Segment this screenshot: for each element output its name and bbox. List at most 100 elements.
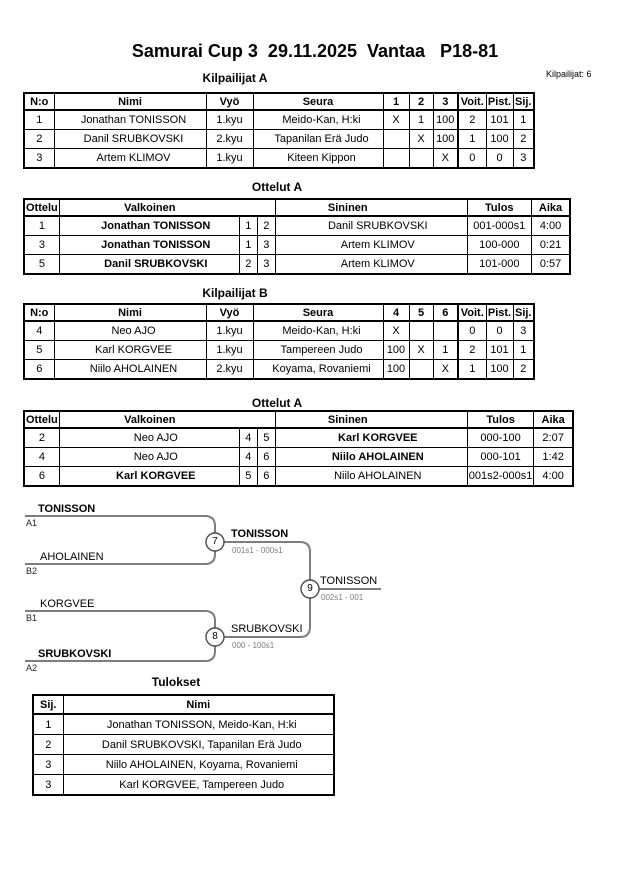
match-row: 4 Neo AJO 4 6 Niilo AHOLAINEN 000-101 1:… [23, 447, 574, 467]
col-header-1: 1 [382, 92, 410, 111]
cell-score: 000-101 [466, 447, 535, 467]
cell-points: 100 [485, 129, 514, 149]
pool-b-title: Kilpailijat B [202, 286, 268, 300]
col-header-2: 2 [408, 92, 434, 111]
cell-r2 [408, 320, 434, 341]
result-row: 3 Karl KORGVEE, Tampereen Judo [32, 774, 335, 796]
cell-name: Jonathan TONISSON, Meido-Kan, H:ki [62, 713, 335, 735]
cell-club: Meido-Kan, H:ki [252, 109, 384, 130]
col-header-6: 6 [432, 303, 459, 322]
col-header-no: N:o [23, 303, 55, 322]
col-header-4: 4 [382, 303, 410, 322]
bracket-match-score: 002s1 - 001 [321, 593, 364, 602]
bracket-match-winner: SRUBKOVSKI [231, 623, 303, 635]
cell-time: 4:00 [533, 466, 574, 487]
bracket-slot-seed: A2 [26, 663, 38, 673]
cell-score: 101-000 [466, 254, 532, 275]
bracket-slot-seed: B2 [26, 566, 38, 576]
bracket-match-number: 8 [212, 631, 218, 642]
cell-place: 1 [512, 109, 535, 130]
cell-club: Koyama, Rovaniemi [252, 359, 384, 380]
cell-points: 0 [485, 148, 514, 169]
cell-time: 2:07 [533, 427, 574, 448]
cell-no: 6 [23, 359, 55, 380]
col-header-valkoinen: Valkoinen [58, 410, 276, 429]
bracket-final-winner: TONISSON [320, 575, 378, 587]
cell-white-name: Neo AJO [58, 427, 240, 448]
cell-r1: 100 [382, 359, 410, 380]
bracket-match-score: 001s1 - 000s1 [232, 546, 283, 555]
cell-match-no: 4 [23, 447, 60, 467]
cell-r3 [432, 320, 459, 341]
col-header-valkoinen: Valkoinen [58, 198, 276, 217]
matches-a-table: Ottelu Valkoinen Sininen Tulos Aika 1 Jo… [23, 198, 572, 275]
cell-name: Niilo AHOLAINEN [53, 359, 207, 380]
cell-wins: 0 [457, 320, 487, 341]
cell-no: 5 [23, 340, 55, 360]
bracket-slot-name: TONISSON [38, 503, 96, 515]
cell-place: 3 [512, 148, 535, 169]
col-header-3: 3 [432, 92, 459, 111]
cell-match-no: 5 [23, 254, 60, 275]
cell-wins: 1 [457, 359, 487, 380]
col-header-sij: Sij. [512, 303, 535, 322]
cell-r3: X [432, 148, 459, 169]
cell-wins: 1 [457, 129, 487, 149]
cell-name: Karl KORGVEE, Tampereen Judo [62, 774, 335, 796]
competitor-row: 6 Niilo AHOLAINEN 2.kyu Koyama, Rovaniem… [23, 359, 535, 380]
col-header-5: 5 [408, 303, 434, 322]
col-header-voit: Voit. [457, 303, 487, 322]
cell-belt: 1.kyu [205, 148, 254, 169]
cell-name: Jonathan TONISSON [53, 109, 207, 130]
col-header-vyo: Vyö [205, 92, 254, 111]
cell-name: Karl KORGVEE [53, 340, 207, 360]
pool-a-table: N:o Nimi Vyö Seura 1 2 3 Voit. Pist. Sij… [23, 92, 535, 169]
cell-no: 3 [23, 148, 55, 169]
cell-place: 1 [32, 713, 64, 735]
col-header-tulos: Tulos [466, 198, 532, 217]
cell-belt: 1.kyu [205, 320, 254, 341]
cell-white-name: Jonathan TONISSON [58, 235, 240, 255]
cell-match-no: 2 [23, 427, 60, 448]
col-header-voit: Voit. [457, 92, 487, 111]
cell-white-no: 4 [238, 427, 258, 448]
col-header-vyo: Vyö [205, 303, 254, 322]
cell-r2: X [408, 340, 434, 360]
pool-a-header-row: N:o Nimi Vyö Seura 1 2 3 Voit. Pist. Sij… [23, 92, 535, 111]
cell-name: Artem KLIMOV [53, 148, 207, 169]
bracket-slot-seed: A1 [26, 518, 38, 528]
cell-points: 100 [485, 359, 514, 380]
col-header-nimi: Nimi [53, 303, 207, 322]
cell-points: 101 [485, 109, 514, 130]
cell-place: 2 [512, 359, 535, 380]
page-title: Samurai Cup 3 29.11.2025 Vantaa P18-81 [131, 41, 499, 61]
bracket-slot-name: SRUBKOVSKI [38, 648, 112, 660]
bracket-match-number: 9 [307, 583, 313, 594]
cell-blue-no: 2 [256, 215, 276, 236]
cell-white-no: 1 [238, 235, 258, 255]
cell-blue-name: Artem KLIMOV [274, 254, 468, 275]
cell-belt: 2.kyu [205, 129, 254, 149]
competitor-row: 1 Jonathan TONISSON 1.kyu Meido-Kan, H:k… [23, 109, 535, 130]
cell-blue-name: Artem KLIMOV [274, 235, 468, 255]
cell-place: 3 [32, 774, 64, 796]
cell-club: Tampereen Judo [252, 340, 384, 360]
cell-place: 3 [512, 320, 535, 341]
results-title: Tulokset [151, 675, 201, 689]
cell-white-no: 1 [238, 215, 258, 236]
col-header-nimi: Nimi [62, 694, 335, 715]
cell-match-no: 1 [23, 215, 60, 236]
cell-place: 1 [512, 340, 535, 360]
cell-match-no: 6 [23, 466, 60, 487]
cell-white-no: 5 [238, 466, 258, 487]
cell-name: Niilo AHOLAINEN, Koyama, Rovaniemi [62, 754, 335, 775]
cell-r2: 1 [408, 109, 434, 130]
cell-name: Danil SRUBKOVSKI, Tapanilan Erä Judo [62, 734, 335, 755]
competitor-row: 4 Neo AJO 1.kyu Meido-Kan, H:ki X 0 0 3 [23, 320, 535, 341]
matches-b-header-row: Ottelu Valkoinen Sininen Tulos Aika [23, 410, 574, 429]
cell-time: 4:00 [530, 215, 571, 236]
col-header-sininen: Sininen [274, 198, 468, 217]
cell-points: 101 [485, 340, 514, 360]
match-row: 6 Karl KORGVEE 5 6 Niilo AHOLAINEN 001s2… [23, 466, 574, 487]
cell-blue-no: 3 [256, 235, 276, 255]
